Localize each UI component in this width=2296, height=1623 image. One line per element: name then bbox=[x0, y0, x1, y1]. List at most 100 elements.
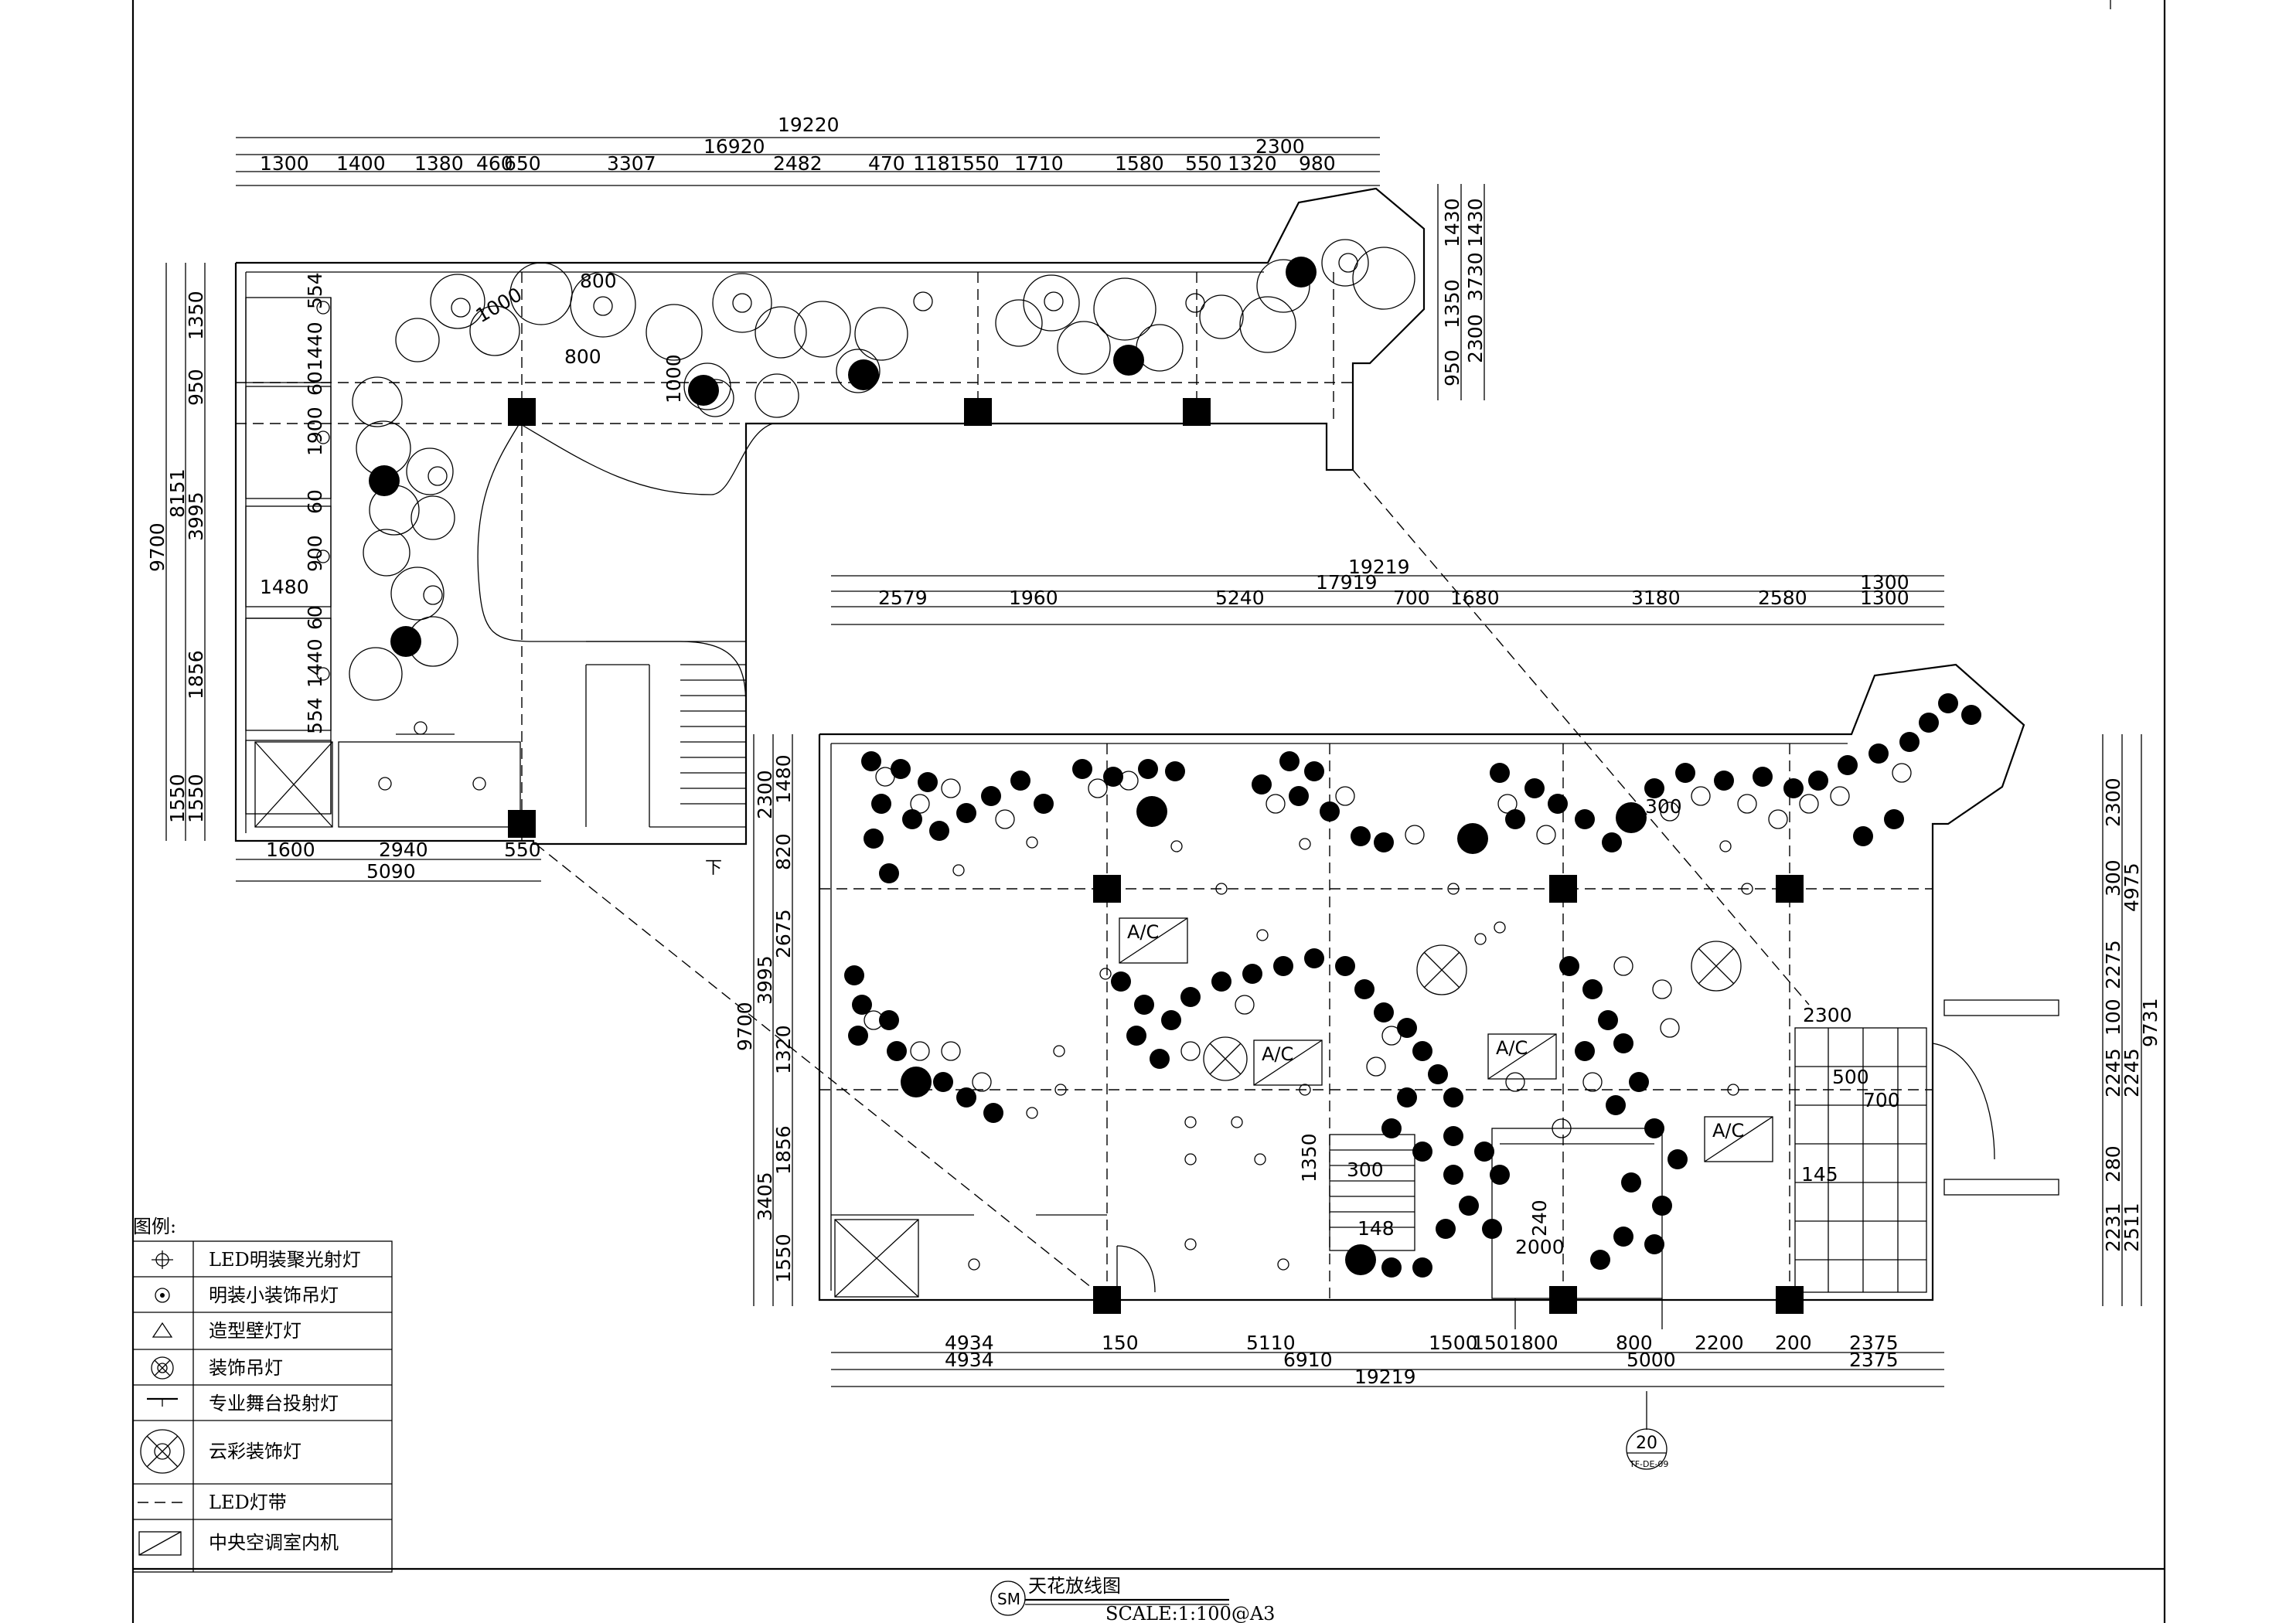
wall-lamp-icon bbox=[152, 1322, 173, 1338]
svg-text:60: 60 bbox=[304, 371, 326, 396]
svg-text:2675: 2675 bbox=[772, 909, 795, 958]
svg-text:9700: 9700 bbox=[146, 522, 169, 572]
svg-text:700: 700 bbox=[1863, 1089, 1900, 1111]
svg-text:800: 800 bbox=[580, 270, 617, 292]
legend-label: 明装小装饰吊灯 bbox=[209, 1284, 339, 1306]
svg-text:470: 470 bbox=[868, 152, 905, 175]
svg-text:A/C: A/C bbox=[1262, 1043, 1293, 1065]
svg-text:1181: 1181 bbox=[913, 152, 962, 175]
svg-text:1430: 1430 bbox=[1464, 198, 1487, 247]
svg-text:6910: 6910 bbox=[1283, 1349, 1333, 1371]
drawing-scale: SCALE:1:100@A3 bbox=[1105, 1603, 1275, 1623]
upper-inner-dimensions: 554 1440 60 1900 60 900 60 1440 554 1480… bbox=[260, 270, 685, 734]
svg-text:300: 300 bbox=[2102, 859, 2124, 897]
svg-text:19220: 19220 bbox=[778, 114, 840, 136]
svg-text:2511: 2511 bbox=[2121, 1203, 2143, 1252]
upper-dense-lights bbox=[369, 257, 1317, 657]
led-spotlight-icon bbox=[152, 1250, 173, 1269]
svg-text:2940: 2940 bbox=[379, 839, 428, 861]
column bbox=[508, 398, 536, 426]
page-title: 天花放线图 bbox=[1028, 1575, 1121, 1597]
svg-text:148: 148 bbox=[1358, 1217, 1395, 1240]
svg-text:1400: 1400 bbox=[336, 152, 386, 175]
svg-text:280: 280 bbox=[2102, 1145, 2124, 1182]
svg-text:2482: 2482 bbox=[773, 152, 823, 175]
legend-label: 造型壁灯灯 bbox=[209, 1320, 301, 1342]
svg-text:554: 554 bbox=[304, 697, 326, 734]
upper-spotlights bbox=[316, 253, 1358, 791]
svg-text:60: 60 bbox=[304, 605, 326, 630]
small-pendant-icon bbox=[155, 1288, 170, 1303]
lower-inner-dimensions: 2300 1350 300 148 2000 240 500 700 145 3… bbox=[1298, 795, 1900, 1258]
svg-text:5000: 5000 bbox=[1627, 1349, 1676, 1371]
svg-text:2231: 2231 bbox=[2102, 1203, 2124, 1252]
lower-spotlights bbox=[952, 836, 1753, 1271]
lower-floor-plan: A/C A/C A/C A/C bbox=[535, 469, 2161, 1470]
column bbox=[1093, 1286, 1121, 1314]
svg-text:1430: 1430 bbox=[1441, 198, 1463, 247]
svg-text:TF-DE-09: TF-DE-09 bbox=[1629, 1459, 1668, 1469]
svg-text:A/C: A/C bbox=[1712, 1120, 1744, 1142]
svg-text:900: 900 bbox=[304, 535, 326, 572]
svg-text:5090: 5090 bbox=[366, 860, 416, 883]
svg-text:2245: 2245 bbox=[2121, 1048, 2143, 1097]
title-symbol: SM bbox=[997, 1590, 1020, 1608]
svg-text:200: 200 bbox=[1775, 1332, 1812, 1354]
svg-text:2000: 2000 bbox=[1515, 1236, 1565, 1258]
svg-text:19219: 19219 bbox=[1354, 1366, 1416, 1388]
legend-label: LED灯带 bbox=[209, 1492, 287, 1513]
svg-text:9700: 9700 bbox=[734, 1002, 756, 1051]
svg-text:5110: 5110 bbox=[1246, 1332, 1296, 1354]
svg-text:2275: 2275 bbox=[2102, 940, 2124, 989]
svg-text:1320: 1320 bbox=[772, 1025, 795, 1074]
svg-text:300: 300 bbox=[1347, 1159, 1384, 1181]
lower-top-dimensions: 19219 17919 1300 2579 1960 5240 700 1680… bbox=[831, 556, 1944, 625]
lower-right-dimensions: 2300 300 4975 2275 100 9731 2245 2245 28… bbox=[2102, 734, 2161, 1306]
svg-text:100: 100 bbox=[2102, 999, 2124, 1036]
svg-text:16920: 16920 bbox=[703, 135, 765, 158]
svg-text:300: 300 bbox=[1645, 795, 1682, 818]
svg-text:1480: 1480 bbox=[772, 754, 795, 804]
ac-unit-icon: A/C bbox=[1704, 1116, 1773, 1162]
svg-text:2375: 2375 bbox=[1849, 1349, 1899, 1371]
stage-projector-icon bbox=[147, 1397, 178, 1407]
legend-label: 专业舞台投射灯 bbox=[209, 1393, 339, 1414]
legend-label: 装饰吊灯 bbox=[209, 1357, 283, 1379]
ac-unit-icon: A/C bbox=[1253, 1039, 1323, 1086]
svg-text:2245: 2245 bbox=[2102, 1048, 2124, 1097]
column bbox=[964, 398, 992, 426]
svg-text:19219: 19219 bbox=[1348, 556, 1410, 578]
svg-text:1856: 1856 bbox=[185, 650, 207, 699]
svg-text:1440: 1440 bbox=[304, 322, 326, 371]
svg-text:A/C: A/C bbox=[1496, 1037, 1528, 1059]
svg-text:3405: 3405 bbox=[754, 1172, 776, 1221]
ac-units: A/C A/C A/C A/C bbox=[1119, 917, 1773, 1162]
svg-text:1900: 1900 bbox=[304, 407, 326, 456]
svg-text:1300: 1300 bbox=[1860, 587, 1909, 609]
svg-text:1350: 1350 bbox=[185, 291, 207, 340]
cloud-lamp-icon bbox=[140, 1429, 185, 1474]
svg-text:700: 700 bbox=[1393, 587, 1430, 609]
svg-text:1550: 1550 bbox=[166, 774, 189, 823]
svg-text:1500: 1500 bbox=[1429, 1332, 1478, 1354]
svg-text:800: 800 bbox=[1616, 1332, 1653, 1354]
balcony-grille bbox=[1794, 1027, 1927, 1293]
lower-bottom-dimensions: 4934 150 5110 1500 150 1800 800 2200 200… bbox=[831, 1332, 1944, 1388]
svg-text:8151: 8151 bbox=[166, 468, 189, 518]
svg-text:1480: 1480 bbox=[260, 576, 309, 598]
svg-text:1600: 1600 bbox=[266, 839, 315, 861]
svg-text:1710: 1710 bbox=[1014, 152, 1064, 175]
svg-text:2300: 2300 bbox=[1255, 135, 1305, 158]
svg-text:1856: 1856 bbox=[772, 1125, 795, 1175]
ac-unit-icon bbox=[138, 1531, 182, 1556]
legend-label: LED明装聚光射灯 bbox=[209, 1249, 361, 1271]
svg-text:800: 800 bbox=[564, 345, 601, 368]
upper-right-dimensions: 1430 1430 3730 1350 2300 950 bbox=[1437, 184, 1487, 400]
ac-unit-icon: A/C bbox=[1119, 917, 1188, 964]
svg-text:1800: 1800 bbox=[1509, 1332, 1558, 1354]
column bbox=[1093, 875, 1121, 903]
column bbox=[1549, 875, 1577, 903]
svg-text:1380: 1380 bbox=[414, 152, 464, 175]
svg-text:1550: 1550 bbox=[185, 774, 207, 823]
